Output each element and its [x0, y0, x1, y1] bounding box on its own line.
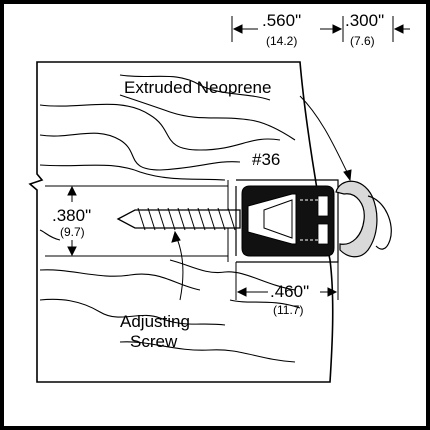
screw-label-line1: Adjusting [120, 312, 190, 331]
channel-outline [235, 179, 339, 263]
top-dim-2-mm: (7.6) [350, 34, 375, 48]
neoprene-tail [367, 195, 392, 250]
wood-panel [28, 61, 334, 383]
top-dim-2-inches: .300" [345, 11, 385, 30]
carrier-body [241, 185, 335, 257]
model-number-label: #36 [252, 150, 281, 169]
screw-label-line2: Screw [130, 332, 178, 351]
bottom-dim-inches: .460" [270, 282, 310, 301]
left-dim-inches: .380" [52, 206, 92, 225]
neoprene-label: Extruded Neoprene [124, 78, 272, 97]
bottom-dimension [235, 262, 339, 300]
top-dimensions [231, 16, 410, 42]
left-dimension [67, 185, 77, 257]
neoprene-bulb [335, 180, 378, 258]
left-dim-mm: (9.7) [60, 225, 85, 239]
bottom-dim-mm: (11.7) [273, 303, 304, 317]
leader-lines [171, 95, 352, 301]
wood-grain [39, 74, 301, 363]
top-dim-1-inches: .560" [262, 11, 302, 30]
adjusting-screw [116, 207, 241, 231]
top-dim-1-mm: (14.2) [266, 34, 298, 48]
